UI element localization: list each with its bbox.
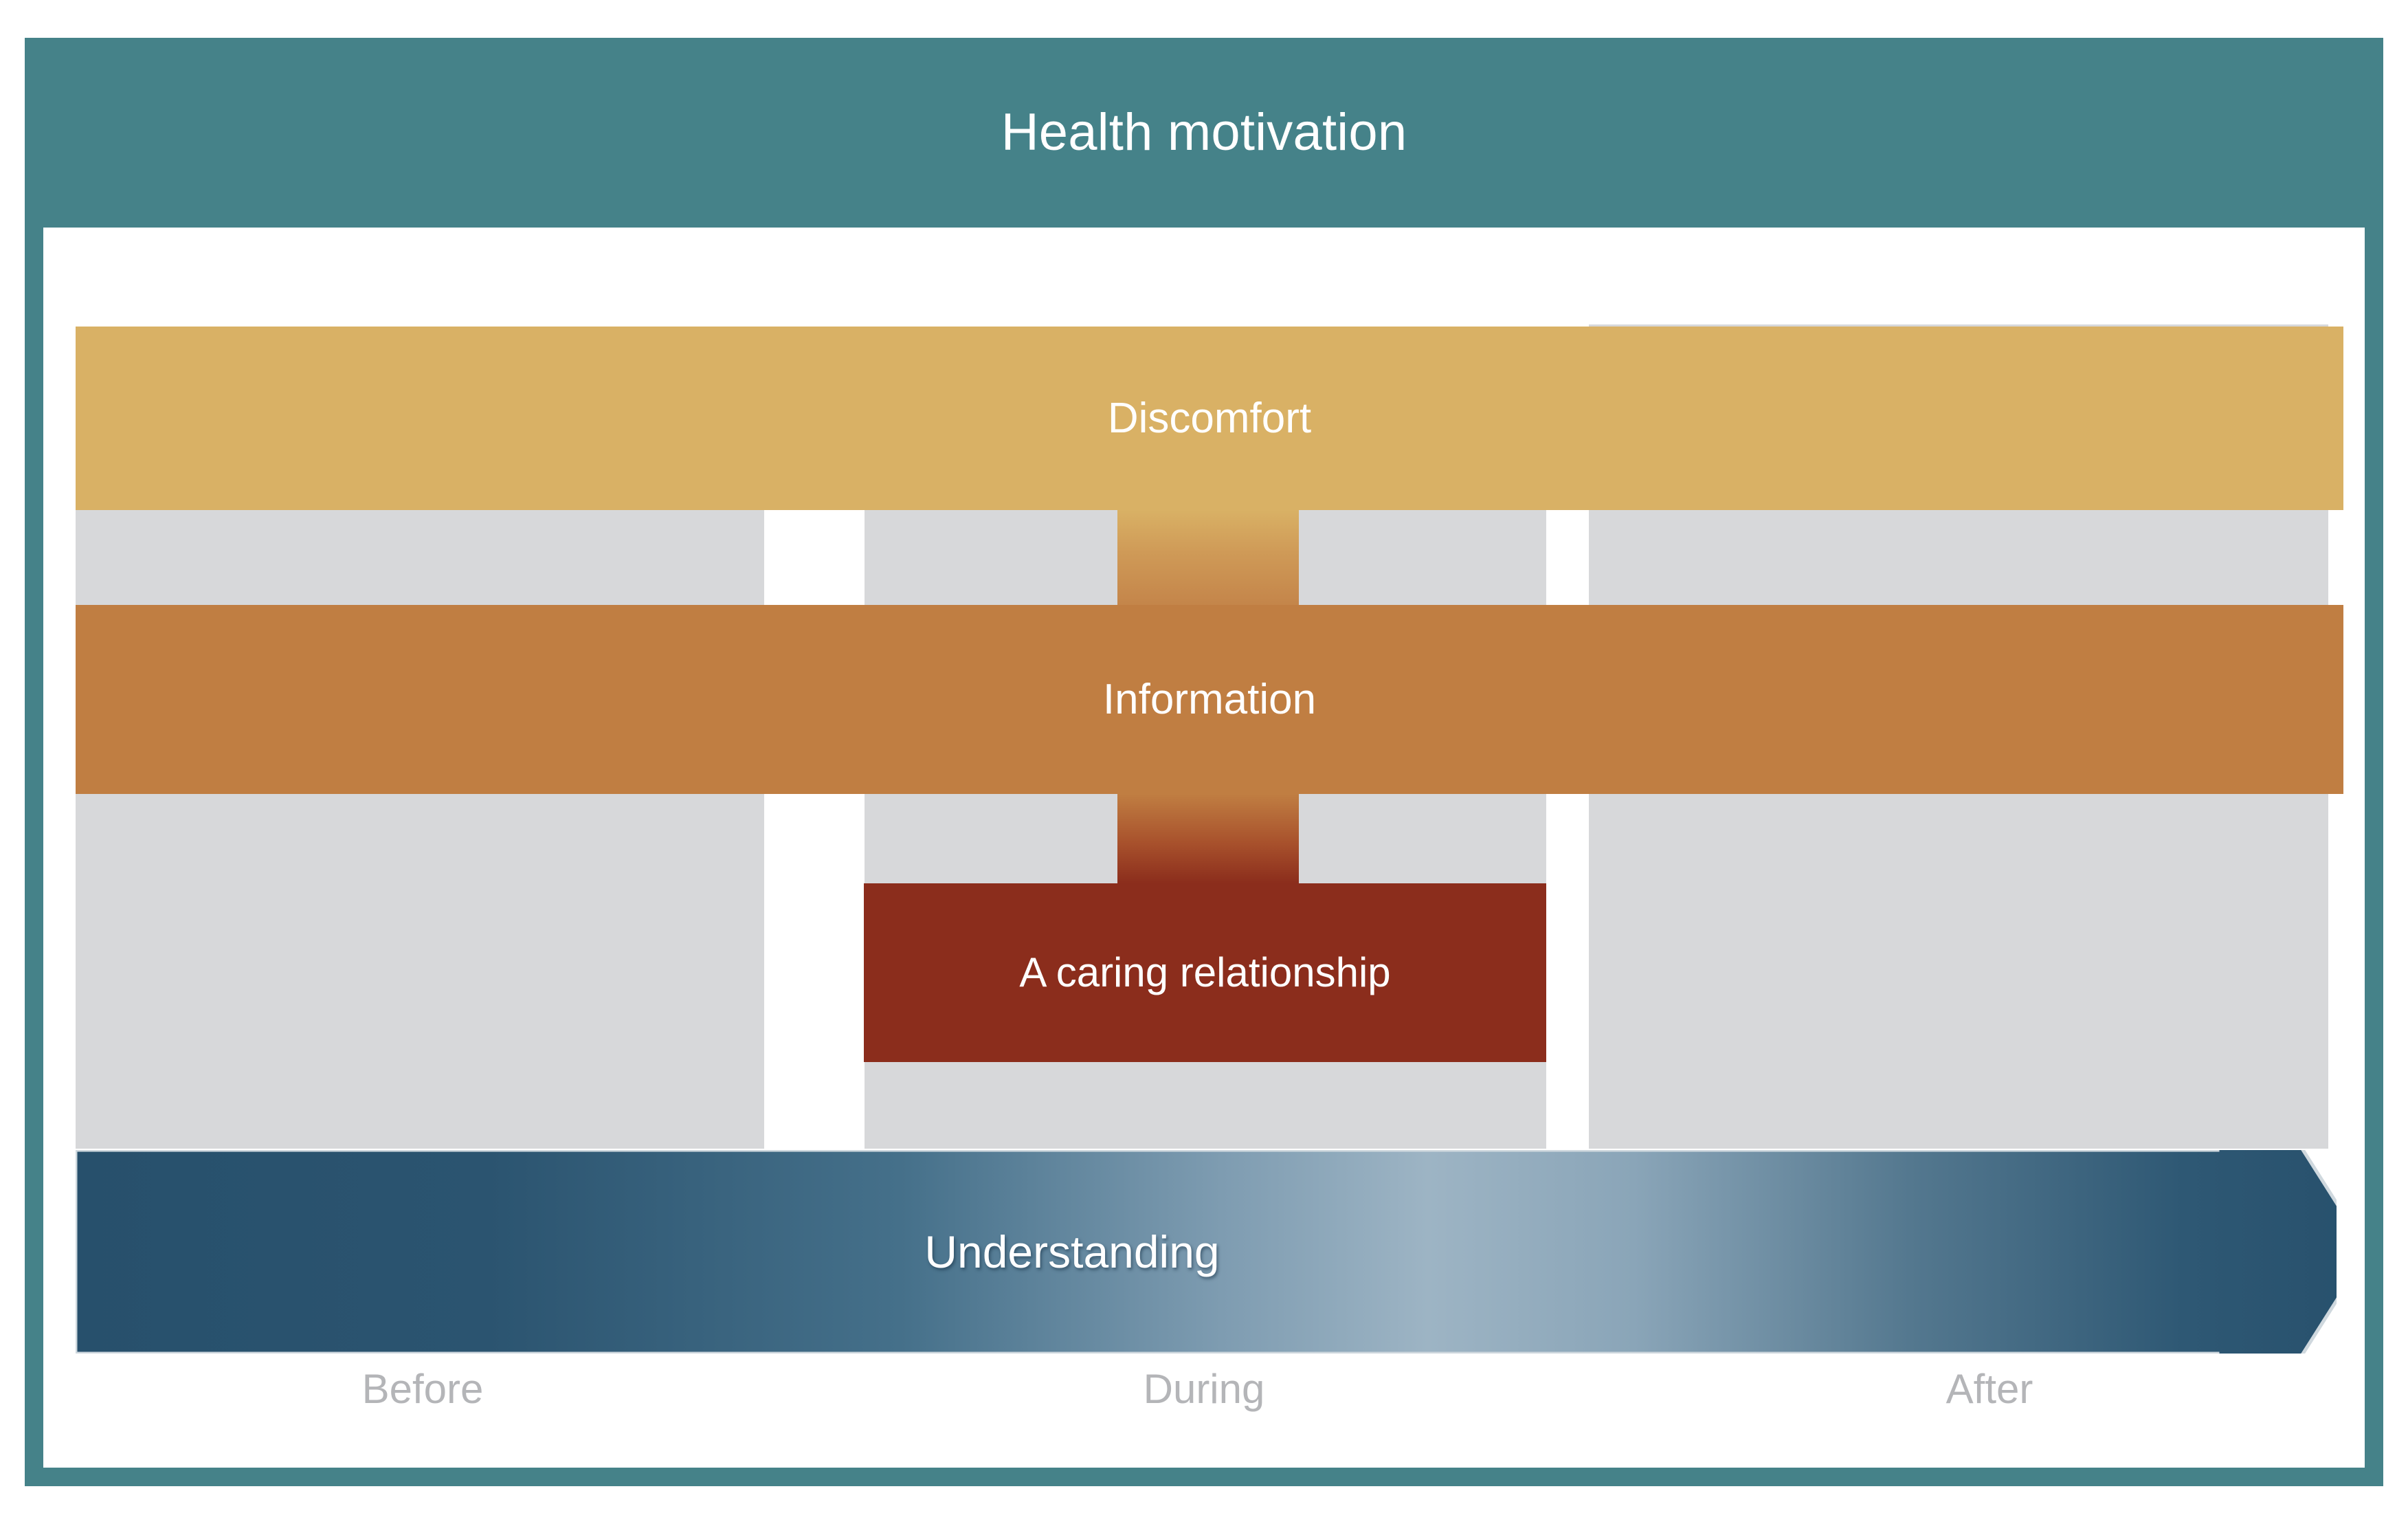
- band-caring-relationship[interactable]: A caring relationship: [864, 883, 1546, 1062]
- phase-caption-before: Before: [361, 1366, 484, 1412]
- band-discomfort[interactable]: Discomfort: [76, 327, 2343, 510]
- band-discomfort-label: Discomfort: [1107, 394, 1312, 442]
- band-information[interactable]: Information: [76, 605, 2343, 794]
- phase-captions: Before During After: [43, 1369, 2365, 1444]
- diagram-frame: Health motivation Discomfort Information…: [25, 38, 2383, 1486]
- connector-information-to-caring: [1117, 794, 1299, 883]
- phase-caption-during: During: [1143, 1366, 1265, 1412]
- title-band: Health motivation: [25, 38, 2383, 228]
- band-caring-relationship-label: A caring relationship: [1019, 949, 1391, 995]
- diagram-canvas: Discomfort Information A caring relation…: [43, 228, 2365, 1468]
- phase-caption-after: After: [1946, 1366, 2033, 1412]
- arrow-shape-icon: [76, 1150, 2337, 1354]
- band-information-label: Information: [1102, 675, 1317, 723]
- connector-discomfort-to-information: [1117, 510, 1299, 605]
- understanding-arrow[interactable]: Understanding: [76, 1150, 2337, 1354]
- page-title: Health motivation: [1001, 103, 1407, 162]
